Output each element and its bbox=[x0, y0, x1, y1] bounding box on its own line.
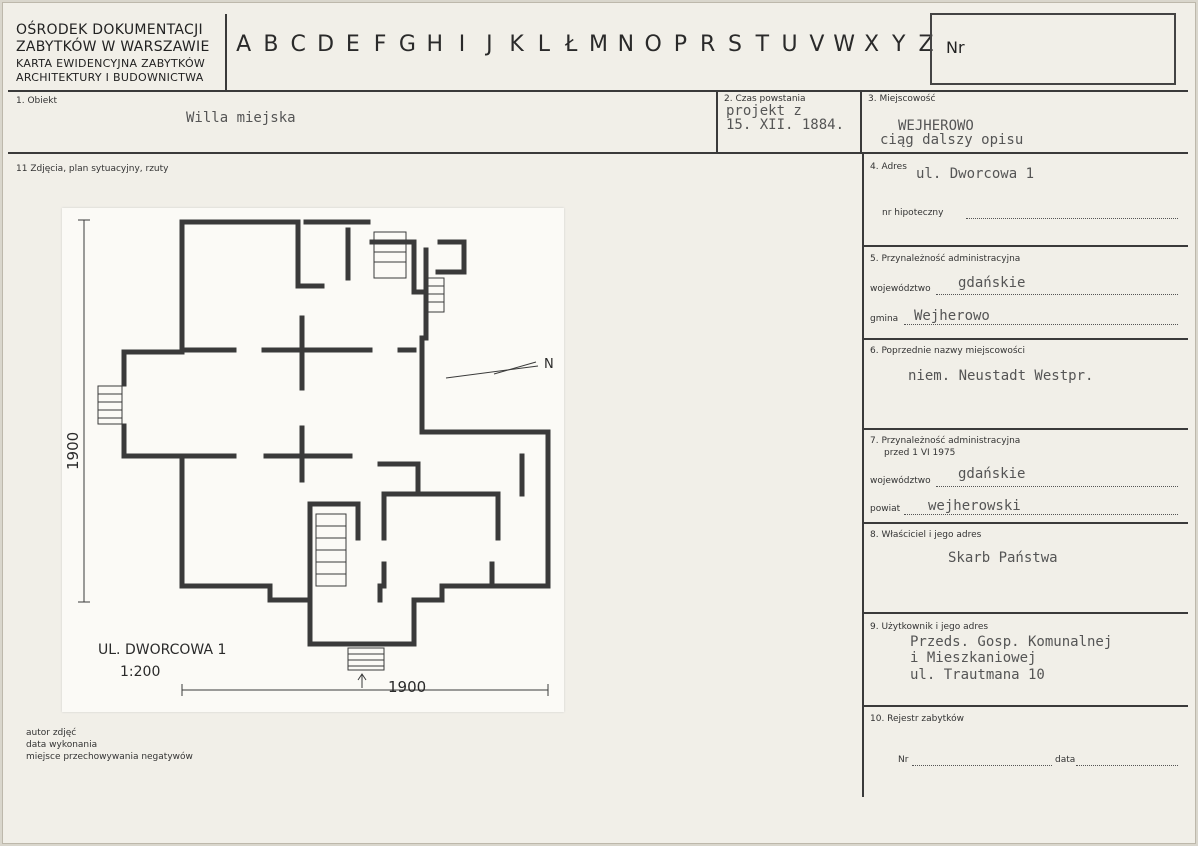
miejsce-label: miejsce przechowywania negatywów bbox=[26, 752, 193, 762]
right-divider-7 bbox=[862, 522, 1188, 524]
obiekt-value: Willa miejska bbox=[186, 110, 296, 126]
plan-scale-label: 1:200 bbox=[120, 664, 160, 680]
wlasciciel-label: 8. Właściciel i jego adres bbox=[870, 530, 982, 540]
miejscowosc-value-line1: WEJHEROWO bbox=[898, 118, 974, 134]
letter-C: C bbox=[290, 32, 306, 57]
plan-address-label: UL. DWORCOWA 1 bbox=[98, 642, 226, 658]
letter-S: S bbox=[728, 32, 742, 57]
dim-horizontal-label: 1900 bbox=[388, 678, 426, 696]
letter-Z: Z bbox=[918, 32, 934, 57]
row1-col-divider-a bbox=[716, 90, 718, 152]
rejestr-nr-line bbox=[912, 765, 1052, 766]
przynaleznosc-przed-label-line1: 7. Przynależność administracyjna bbox=[870, 436, 1021, 446]
letter-O: O bbox=[644, 32, 662, 57]
row1-col-divider-b bbox=[860, 90, 862, 152]
photos-label: 11 Zdjęcia, plan sytuacyjny, rzuty bbox=[16, 164, 169, 174]
floor-plan-drawing: N 1900 1900 UL. DWORCOWA 1 1:200 bbox=[64, 219, 554, 696]
rejestr-label: 10. Rejestr zabytków bbox=[870, 714, 964, 724]
rejestr-data-line bbox=[1076, 765, 1178, 766]
letter-N: N bbox=[617, 32, 635, 57]
uzytkownik-value-line2: i Mieszkaniowej bbox=[910, 650, 1037, 666]
wojewodztwo-label: województwo bbox=[870, 284, 931, 294]
record-number-label: Nr bbox=[946, 38, 965, 57]
letter-T: T bbox=[755, 32, 770, 57]
uzytkownik-label: 9. Użytkownik i jego adres bbox=[870, 622, 989, 632]
wojewodztwo-line bbox=[936, 294, 1178, 295]
wlasciciel-value: Skarb Państwa bbox=[948, 550, 1058, 566]
letter-U: U bbox=[781, 32, 798, 57]
gmina-label: gmina bbox=[870, 314, 899, 324]
uzytkownik-value-line1: Przeds. Gosp. Komunalnej bbox=[910, 634, 1113, 650]
letter-G: G bbox=[398, 32, 416, 57]
right-divider-4 bbox=[862, 245, 1188, 247]
floor-plan-photo: N 1900 1900 UL. DWORCOWA 1 1:200 bbox=[62, 208, 564, 712]
powiat-line bbox=[904, 514, 1178, 515]
wojewodztwo-value: gdańskie bbox=[958, 275, 1026, 291]
wojewodztwo2-value: gdańskie bbox=[958, 466, 1026, 482]
letter-W: W bbox=[833, 32, 856, 57]
miejscowosc-label: 3. Miejscowość bbox=[868, 94, 936, 104]
letter-L: L bbox=[537, 32, 551, 57]
czas-value-line1: projekt z bbox=[726, 103, 802, 119]
dim-vertical-label: 1900 bbox=[64, 432, 82, 470]
obiekt-label: 1. Obiekt bbox=[16, 96, 58, 106]
letter-X: X bbox=[863, 32, 880, 57]
institution-line4: ARCHITEKTURY I BUDOWNICTWA bbox=[16, 71, 204, 84]
alphabet-index: A B C D E F G H I J K L Ł M N O P R S T … bbox=[230, 32, 940, 57]
gmina-line bbox=[904, 324, 1178, 325]
uzytkownik-value-line3: ul. Trautmana 10 bbox=[910, 667, 1045, 683]
hipoteczny-line bbox=[966, 218, 1178, 219]
header-divider bbox=[8, 90, 1188, 92]
czas-value-line2: 15. XII. 1884. bbox=[726, 117, 845, 133]
poprzednie-label: 6. Poprzednie nazwy miejscowości bbox=[870, 346, 1025, 356]
letter-M: M bbox=[589, 32, 608, 57]
miejscowosc-value-line2: ciąg dalszy opisu bbox=[880, 132, 1024, 148]
right-column-divider bbox=[862, 152, 864, 797]
letter-L-stroke: Ł bbox=[565, 32, 578, 57]
adres-value: ul. Dworcowa 1 bbox=[916, 166, 1035, 182]
letter-I: I bbox=[458, 32, 466, 57]
letter-F: F bbox=[373, 32, 387, 57]
adres-label: 4. Adres bbox=[870, 162, 907, 172]
data-wykonania-label: data wykonania bbox=[26, 740, 98, 750]
przynaleznosc-label: 5. Przynależność administracyjna bbox=[870, 254, 1021, 264]
header-col-divider bbox=[225, 14, 227, 90]
right-divider-5 bbox=[862, 338, 1188, 340]
letter-Y: Y bbox=[892, 32, 906, 57]
letter-H: H bbox=[426, 32, 443, 57]
powiat-label: powiat bbox=[870, 504, 901, 514]
letter-K: K bbox=[509, 32, 524, 57]
gmina-value: Wejherowo bbox=[914, 308, 990, 324]
north-label: N bbox=[544, 357, 554, 372]
institution-line2: ZABYTKÓW W WARSZAWIE bbox=[16, 39, 210, 55]
letter-V: V bbox=[809, 32, 825, 57]
right-divider-6 bbox=[862, 428, 1188, 430]
institution-line3: KARTA EWIDENCYJNA ZABYTKÓW bbox=[16, 57, 206, 70]
autor-label: autor zdjęć bbox=[26, 728, 77, 738]
czas-label: 2. Czas powstania bbox=[724, 94, 806, 104]
letter-R: R bbox=[700, 32, 716, 57]
letter-J: J bbox=[486, 32, 493, 57]
right-divider-9 bbox=[862, 705, 1188, 707]
right-divider-8 bbox=[862, 612, 1188, 614]
hipoteczny-label: nr hipoteczny bbox=[882, 208, 944, 218]
row1-divider bbox=[8, 152, 1188, 154]
poprzednie-value: niem. Neustadt Westpr. bbox=[908, 368, 1094, 384]
wojewodztwo2-line bbox=[936, 486, 1178, 487]
powiat-value: wejherowski bbox=[928, 498, 1021, 514]
letter-A: A bbox=[236, 32, 252, 57]
rejestr-data-label: data bbox=[1055, 755, 1076, 765]
letter-P: P bbox=[673, 32, 688, 57]
letter-B: B bbox=[263, 32, 279, 57]
letter-D: D bbox=[317, 32, 335, 57]
przynaleznosc-przed-label-line2: przed 1 VI 1975 bbox=[884, 448, 956, 458]
rejestr-nr-label: Nr bbox=[898, 755, 909, 765]
letter-E: E bbox=[345, 32, 360, 57]
record-number-box bbox=[930, 13, 1176, 85]
wojewodztwo2-label: województwo bbox=[870, 476, 931, 486]
institution-line1: OŚRODEK DOKUMENTACJI bbox=[16, 22, 203, 38]
